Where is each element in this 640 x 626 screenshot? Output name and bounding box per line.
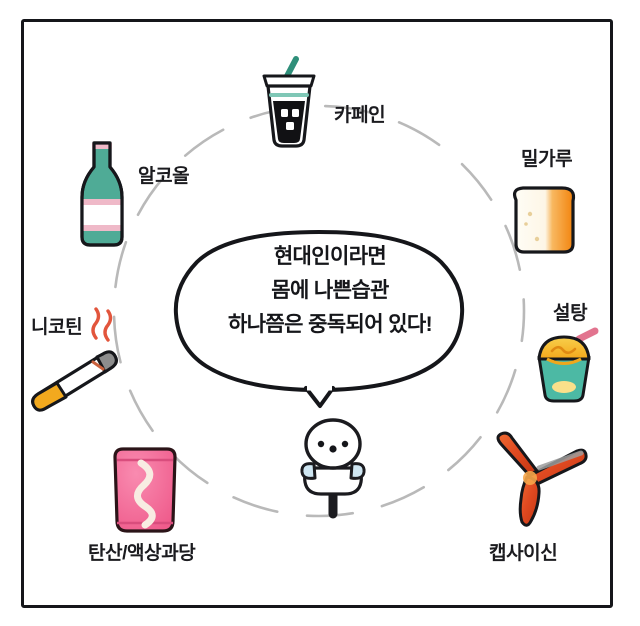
label-nicotine: 니코틴 bbox=[31, 317, 83, 338]
sugar-bowl-icon bbox=[537, 327, 599, 403]
label-alcohol: 알코올 bbox=[138, 166, 190, 187]
bubble-line-1: 현대인이라면 bbox=[273, 245, 387, 268]
bread-slice-icon bbox=[512, 186, 576, 254]
label-flour: 밀가루 bbox=[521, 149, 573, 170]
central-speech-bubble bbox=[173, 230, 465, 408]
red-pepper-icon bbox=[496, 431, 588, 527]
poster-frame bbox=[21, 19, 613, 608]
label-capsaicin: 캡사이신 bbox=[489, 543, 558, 564]
label-soda: 탄산/액상과당 bbox=[88, 543, 196, 564]
iced-coffee-cup-icon bbox=[262, 56, 316, 148]
label-sugar: 설탕 bbox=[553, 303, 588, 324]
white-round-character bbox=[300, 418, 366, 519]
cigarette-icon bbox=[31, 307, 118, 412]
label-caffeine: 카페인 bbox=[334, 105, 386, 126]
bubble-line-3: 하나쯤은 중독되어 있다! bbox=[227, 313, 433, 336]
soju-bottle-icon bbox=[80, 141, 124, 247]
dashed-connector-circle bbox=[112, 104, 526, 518]
speech-bubble-text: 현대인이라면 몸에 나쁜습관 하나쯤은 중독되어 있다! bbox=[200, 240, 460, 342]
bubble-line-2: 몸에 나쁜습관 bbox=[271, 279, 389, 302]
soda-can-icon bbox=[113, 447, 177, 533]
